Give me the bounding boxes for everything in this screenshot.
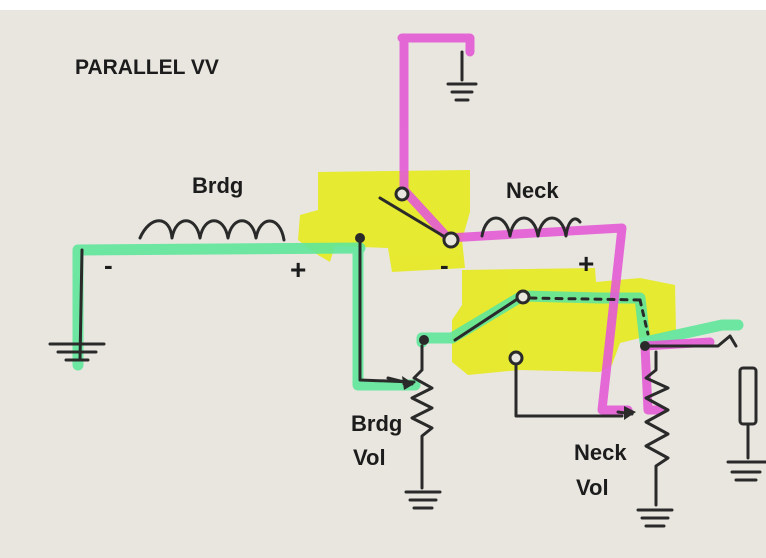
switch-terminals — [394, 186, 531, 366]
neck-positive-mark: + — [578, 248, 595, 279]
bridge-positive-mark: + — [290, 254, 307, 285]
diagram-title: PARALLEL VV — [75, 56, 219, 79]
upper-switch-common-terminal — [394, 186, 410, 202]
neck-volume-label-line2: Vol — [576, 475, 609, 500]
lower-switch-terminal — [508, 350, 524, 366]
ink-wiring — [48, 50, 766, 528]
bridge-volume-label-line2: Vol — [353, 445, 386, 470]
paper-top-edge — [0, 0, 766, 10]
neck-negative-mark: - — [440, 250, 449, 280]
bridge-negative-mark: - — [104, 250, 113, 280]
neck-volume-label-line1: Neck — [574, 440, 627, 465]
junction-dots — [355, 233, 650, 351]
neck-pickup-label: Neck — [506, 178, 559, 203]
wiper-arrowheads — [402, 376, 636, 420]
lower-switch-common-terminal — [515, 289, 531, 305]
bridge-pickup-label: Brdg — [192, 173, 244, 198]
bridge-volume-label-line1: Brdg — [351, 411, 403, 436]
upper-switch-terminal — [442, 231, 460, 249]
